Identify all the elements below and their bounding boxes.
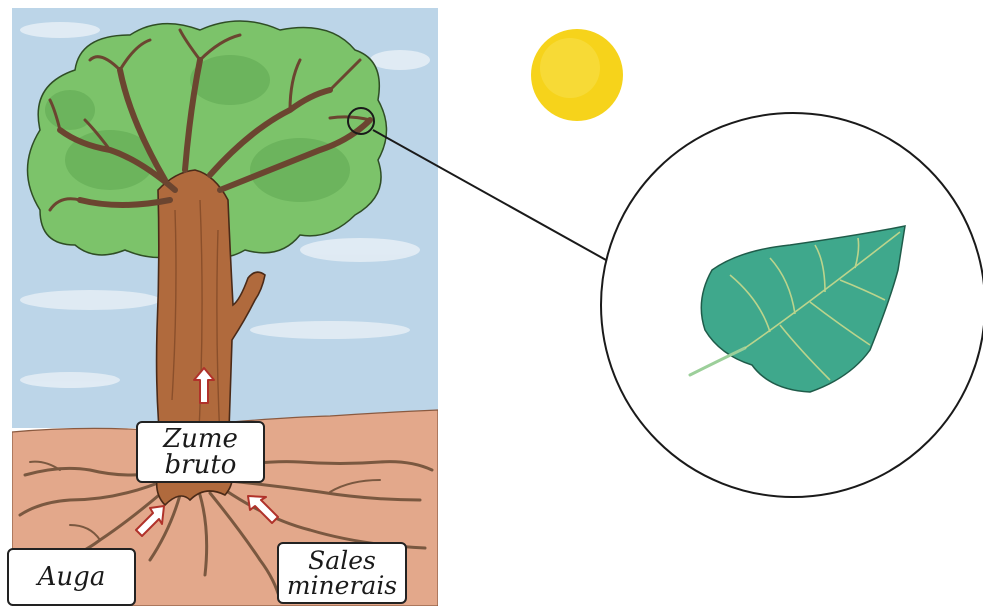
label-sales-minerais: Sales minerais — [277, 542, 407, 604]
label-sales-line1: Sales — [308, 548, 376, 573]
sun-icon — [531, 29, 623, 121]
label-sales-line2: minerais — [287, 573, 397, 598]
label-zume-line1: Zume — [163, 426, 238, 452]
label-auga: Auga — [7, 548, 136, 606]
label-auga-line1: Auga — [38, 564, 106, 590]
label-zume-line2: bruto — [165, 452, 237, 478]
label-zume-bruto: Zume bruto — [136, 421, 265, 483]
